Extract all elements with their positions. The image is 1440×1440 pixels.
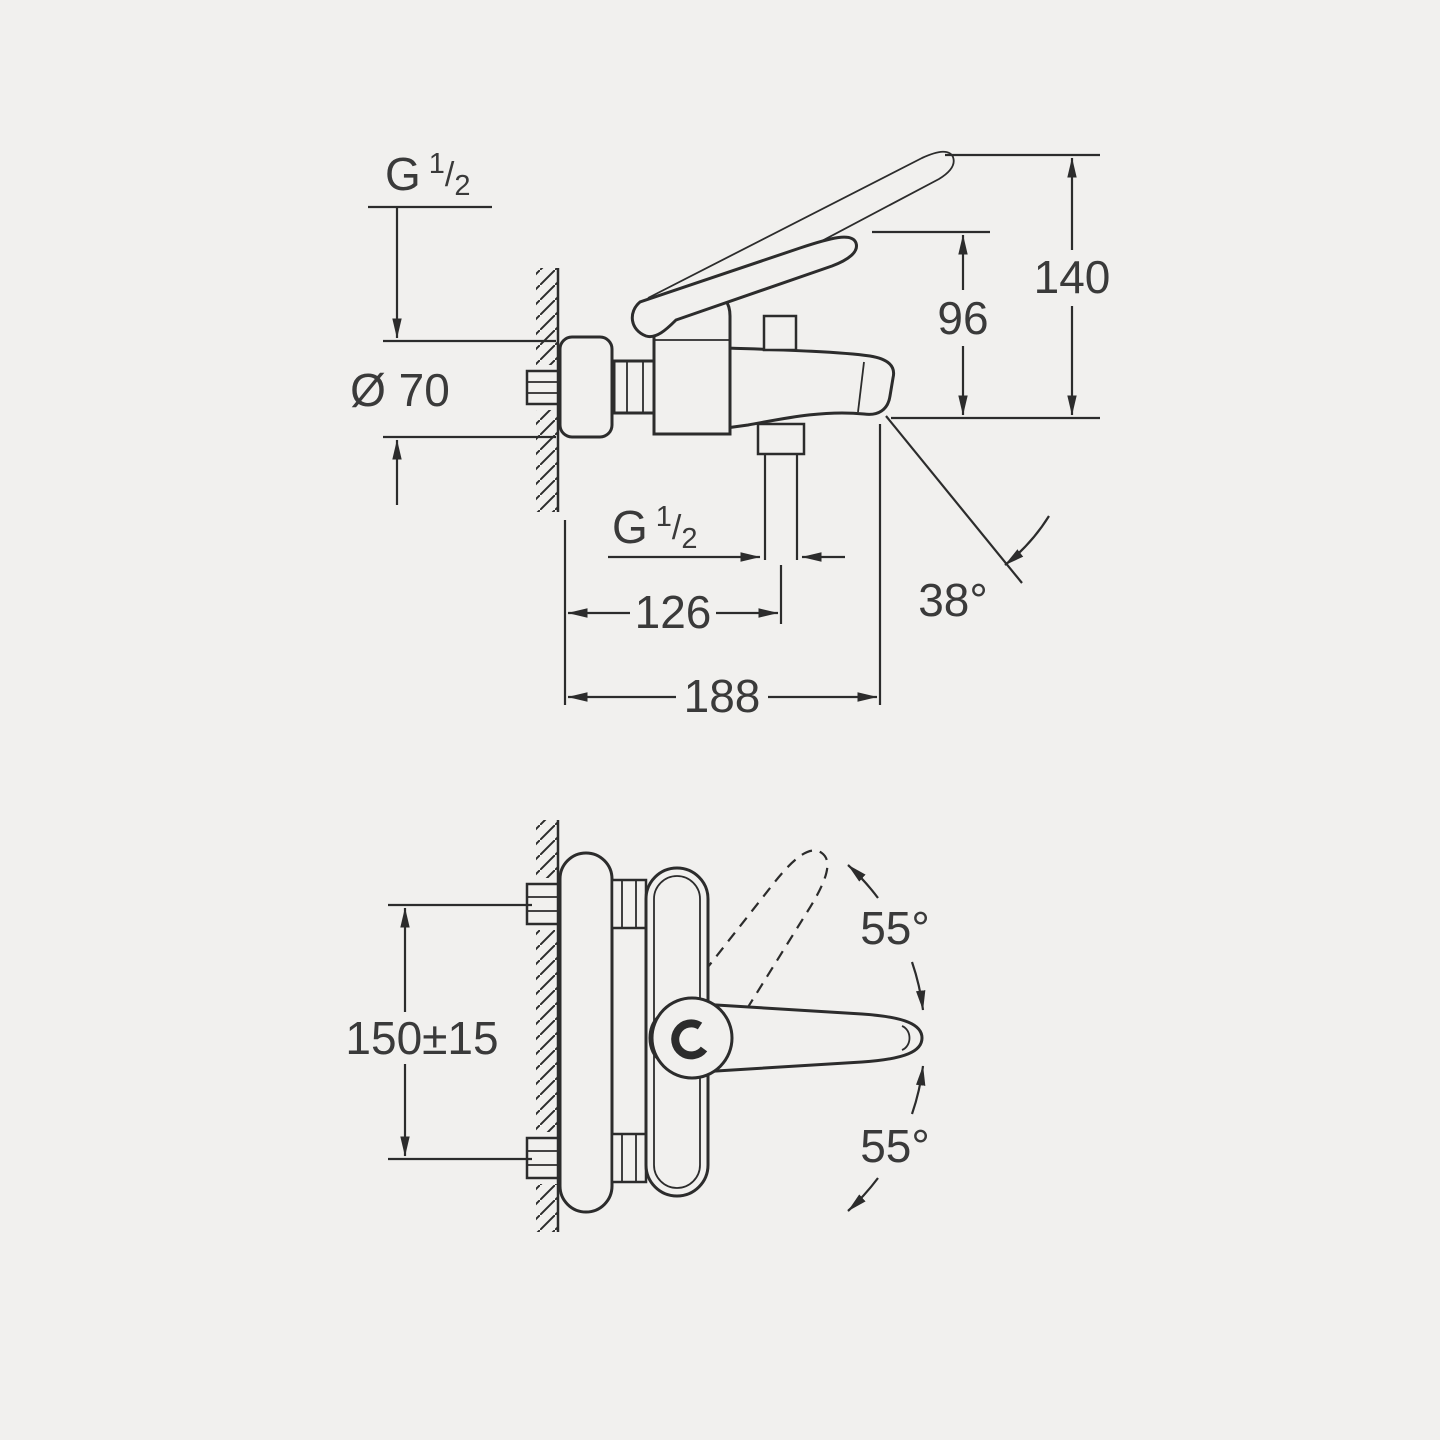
dimension-flange-diameter: Ø 70 bbox=[350, 339, 556, 505]
pivot-logo-mark bbox=[671, 1019, 708, 1060]
spout bbox=[724, 346, 896, 430]
lever-handle-plan bbox=[648, 996, 924, 1080]
dimension-swing-upper: 55° bbox=[847, 864, 930, 1011]
wall-supply-fitting-bottom bbox=[525, 1136, 560, 1180]
union-nut-top bbox=[610, 878, 648, 930]
flange-diameter-label: Ø 70 bbox=[350, 364, 450, 416]
aerator-seam bbox=[857, 361, 865, 413]
shower-outlet bbox=[756, 422, 806, 560]
lever-swung-position-outline bbox=[680, 849, 829, 1037]
connection-spacing-label: 150±15 bbox=[345, 1012, 498, 1064]
diverter-knob bbox=[762, 314, 798, 352]
projection-126-label: 126 bbox=[635, 586, 712, 638]
dimension-projection-188: 188 bbox=[567, 424, 882, 722]
height-140-label: 140 bbox=[1034, 251, 1111, 303]
spout-angle-label: 38° bbox=[918, 574, 988, 626]
wall-hatching bbox=[536, 1184, 558, 1232]
plan-view: 55° 55° 150±15 bbox=[345, 820, 930, 1232]
dimension-height-140: 140 bbox=[891, 153, 1111, 420]
lever-open-position-outline bbox=[647, 150, 955, 317]
lever-handle bbox=[630, 235, 858, 339]
angle-leader-line bbox=[885, 415, 1023, 584]
union-nut-bottom bbox=[610, 1132, 648, 1184]
escutcheon-plate bbox=[558, 851, 614, 1214]
wall-hatching bbox=[536, 410, 558, 512]
swing-lower-label: 55° bbox=[860, 1120, 930, 1172]
swing-upper-label: 55° bbox=[860, 902, 930, 954]
angle-arc bbox=[1004, 515, 1050, 566]
dimension-spout-angle: 38° bbox=[885, 415, 1050, 626]
wall-supply-fitting-top bbox=[525, 882, 560, 926]
dimension-swing-lower: 55° bbox=[847, 1065, 930, 1212]
lever-tip-detail bbox=[901, 1025, 911, 1051]
lever-pivot-cap bbox=[650, 996, 734, 1080]
dimension-projection-126: 126 bbox=[563, 520, 783, 705]
projection-188-label: 188 bbox=[684, 670, 761, 722]
wall-supply-fitting bbox=[525, 369, 560, 406]
union-nut bbox=[612, 359, 658, 415]
wall-hatching bbox=[536, 820, 558, 878]
dimension-height-96: 96 bbox=[872, 230, 990, 416]
wall-hatching bbox=[536, 930, 558, 1132]
dimension-connection-spacing: 150±15 bbox=[345, 903, 532, 1161]
wall-hatching bbox=[536, 268, 558, 365]
height-96-label: 96 bbox=[937, 292, 988, 344]
escutcheon-flange bbox=[558, 335, 614, 439]
